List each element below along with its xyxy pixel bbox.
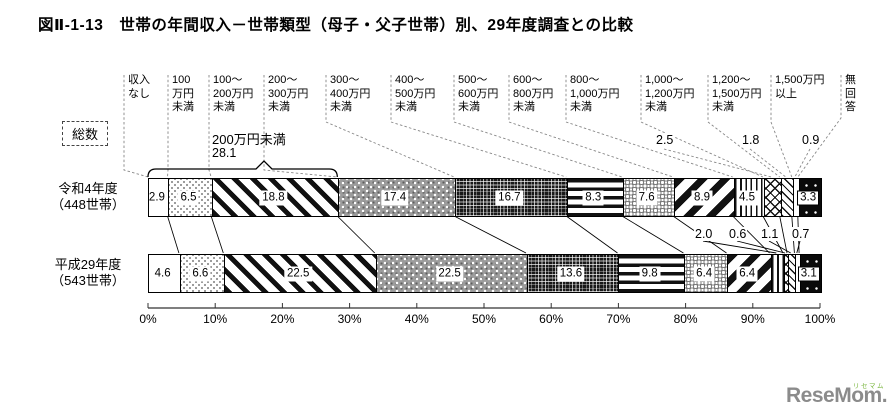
category-label-12: 1,500万円 以上 — [775, 74, 825, 100]
bar-value-label: 16.7 — [495, 190, 524, 205]
segment-1,200～1,500万円未満 — [780, 179, 793, 216]
resemom-logo: リセマム ReseMom. — [786, 383, 891, 414]
ext-value-label: 0.7 — [791, 227, 811, 241]
group-label-box: 総数 — [62, 121, 109, 146]
ext-value-label: 2.0 — [694, 227, 714, 241]
axis-tick-label: 20% — [270, 312, 295, 326]
ext-value-label: 1.1 — [760, 227, 780, 241]
segment-1,200～1,500万円未満 — [787, 255, 796, 292]
bar-value-label: 22.5 — [435, 266, 464, 281]
segment-1,000～1,200万円未満 — [783, 255, 788, 292]
segment-300～400万円未満 — [527, 255, 619, 292]
category-label-11: 1,200～ 1,500万円 未満 — [712, 74, 762, 113]
ext-value-label: 1.8 — [741, 133, 761, 147]
bar-value-label: 22.5 — [284, 266, 312, 281]
ext-value-label: 2.5 — [655, 133, 675, 147]
logo-ruby-text: リセマム — [853, 383, 885, 390]
logo-text: ReseMom. — [786, 384, 888, 407]
axis-tick-label: 0% — [139, 312, 157, 326]
segment-1,500万円以上 — [795, 255, 801, 292]
figure-title: 図Ⅱ-1-13 世帯の年間収入－世帯類型（母子・父子世帯）別、29年度調査との比… — [38, 17, 634, 34]
bar-value-label: 3.3 — [797, 190, 820, 205]
bar-value-label: 4.5 — [736, 190, 758, 205]
bar-平成29年度: 4.6 6.6 22.5 22.5 13.6 9.8 6.4 6.4 3.1 — [148, 254, 822, 293]
axis-tick-label: 60% — [539, 312, 564, 326]
bar-value-label: 9.8 — [639, 266, 661, 281]
bar-segments — [149, 255, 821, 292]
bar-value-label: 8.3 — [582, 190, 604, 205]
bar-value-label: 6.6 — [189, 266, 211, 281]
category-label-4: 200～ 300万円 未満 — [268, 74, 309, 113]
bar-value-label: 4.6 — [154, 267, 171, 279]
category-label-8: 600～ 800万円 未満 — [513, 74, 554, 113]
category-label-3: 100～ 200万円 未満 — [213, 74, 254, 113]
bar-value-label: 6.4 — [736, 266, 758, 281]
category-label-7: 500～ 600万円 未満 — [458, 74, 499, 113]
ext-value-label: 0.9 — [801, 133, 821, 147]
bar-value-label: 8.9 — [691, 190, 713, 205]
segment-300～400万円未満 — [455, 179, 568, 216]
bar-value-label: 7.6 — [636, 190, 658, 205]
bar-segments — [149, 179, 821, 216]
segment-800～1,000万円未満 — [770, 255, 784, 292]
axis-tick-label: 40% — [404, 312, 429, 326]
category-label-2: 100 万円 未満 — [172, 74, 194, 113]
bar-value-label: 17.4 — [381, 190, 409, 205]
bar-令和4年度: 2.9 6.5 18.8 17.4 16.7 8.3 7.6 8.9 4.5 3.3 — [148, 178, 822, 217]
bar-value-label: 2.9 — [148, 191, 165, 203]
axis-tick-label: 70% — [606, 312, 631, 326]
category-label-10: 1,000～ 1,200万円 未満 — [645, 74, 695, 113]
segment-収入なし — [149, 179, 169, 216]
annotation-label: 200万円未満 — [212, 132, 286, 147]
category-label-13: 無回答 — [845, 74, 856, 113]
segment-1,500万円以上 — [792, 179, 799, 216]
axis-tick-label: 80% — [673, 312, 698, 326]
bar-value-label: 3.1 — [797, 266, 820, 281]
annotation-value: 28.1 — [212, 146, 237, 160]
bar-value-label: 6.5 — [177, 190, 199, 205]
axis-tick-label: 30% — [337, 312, 362, 326]
segment-収入なし — [149, 255, 180, 292]
category-label-9: 800～ 1,000万円 未満 — [570, 74, 620, 113]
axis-tick-label: 50% — [471, 312, 497, 326]
ext-value-label: 0.6 — [728, 227, 748, 241]
axis-tick-label: 100% — [804, 312, 836, 326]
category-label-5: 300～ 400万円 未満 — [330, 74, 371, 113]
row-label-1: 令和4年度 （448世帯） — [51, 181, 125, 212]
bar-value-label: 6.4 — [693, 266, 715, 281]
group-label: 総数 — [72, 127, 99, 142]
segment-100万円未満 — [179, 255, 225, 292]
segment-1,000～1,200万円未満 — [763, 179, 781, 216]
category-label-1: 収入 なし — [128, 74, 150, 100]
axis-tick-label: 90% — [740, 312, 765, 326]
bar-value-label: 13.6 — [557, 266, 585, 281]
axis-tick-label: 10% — [203, 312, 228, 326]
category-label-6: 400～ 500万円 未満 — [395, 74, 436, 113]
bar-value-label: 18.8 — [259, 190, 288, 205]
row-label-2: 平成29年度 （543世帯） — [51, 257, 125, 288]
